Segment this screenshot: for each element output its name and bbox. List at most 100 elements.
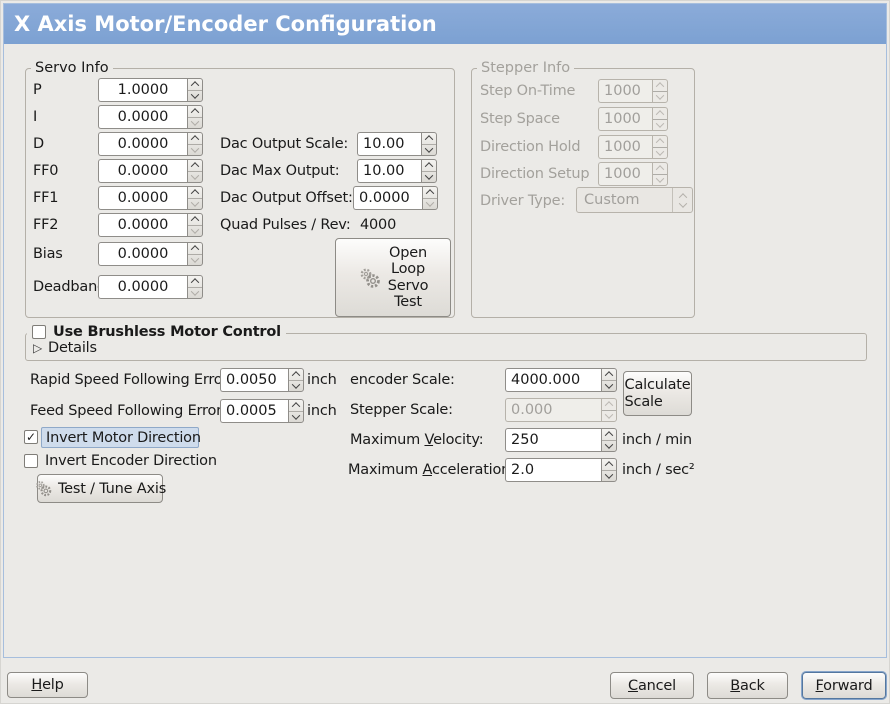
d-value[interactable]: 0.0000: [98, 132, 187, 156]
spin-down-button[interactable]: [188, 89, 202, 102]
encoder-scale-spinner[interactable]: [601, 368, 617, 392]
max-acceleration-value[interactable]: 2.0: [505, 458, 601, 482]
spin-down-button[interactable]: [423, 197, 437, 210]
ff2-spinner[interactable]: [187, 213, 203, 237]
spin-down-button[interactable]: [188, 170, 202, 183]
deadband-spinbox[interactable]: 0.0000: [98, 275, 203, 299]
test-tune-axis-button[interactable]: Test / Tune Axis: [36, 474, 166, 503]
dac-output-scale-value[interactable]: 10.00: [357, 132, 421, 156]
spin-down-button[interactable]: [188, 143, 202, 156]
open-loop-servo-test-button[interactable]: Open Loop Servo Test: [335, 238, 451, 317]
max-acceleration-spinner[interactable]: [601, 458, 617, 482]
spin-down-button[interactable]: [602, 379, 616, 392]
dac-max-output-spinbox[interactable]: 10.00: [357, 159, 437, 183]
d-spinbox[interactable]: 0.0000: [98, 132, 203, 156]
spin-up-button[interactable]: [423, 187, 437, 198]
encoder-scale-spinbox[interactable]: 4000.000: [505, 368, 617, 392]
spin-up-button[interactable]: [602, 429, 616, 440]
spin-up-button[interactable]: [188, 79, 202, 90]
encoder-scale-value[interactable]: 4000.000: [505, 368, 601, 392]
chevron-down-icon: [190, 171, 200, 180]
p-value[interactable]: 1.0000: [98, 78, 187, 102]
dac-max-output-spinner[interactable]: [421, 159, 437, 183]
max-velocity-spinner[interactable]: [601, 428, 617, 452]
feed-following-error-value[interactable]: 0.0005: [220, 399, 288, 423]
i-spinbox[interactable]: 0.0000: [98, 105, 203, 129]
invert-encoder-label[interactable]: Invert Encoder Direction: [45, 453, 217, 469]
ff0-spinner[interactable]: [187, 159, 203, 183]
spin-up-button[interactable]: [422, 133, 436, 144]
spin-up-button[interactable]: [188, 276, 202, 287]
spin-up-button[interactable]: [188, 160, 202, 171]
expander-triangle-icon[interactable]: ▷: [33, 341, 43, 355]
deadband-value[interactable]: 0.0000: [98, 275, 187, 299]
spin-down-button[interactable]: [422, 143, 436, 156]
max-acceleration-spinbox[interactable]: 2.0: [505, 458, 617, 482]
spin-up-button[interactable]: [188, 187, 202, 198]
ff2-spinbox[interactable]: 0.0000: [98, 213, 203, 237]
spin-down-button[interactable]: [188, 197, 202, 210]
dac-max-output-label: Dac Max Output:: [220, 163, 340, 179]
ff1-value[interactable]: 0.0000: [98, 186, 187, 210]
ff0-value[interactable]: 0.0000: [98, 159, 187, 183]
spin-up-button[interactable]: [422, 160, 436, 171]
spin-down-button[interactable]: [188, 224, 202, 237]
spin-up-button[interactable]: [188, 106, 202, 117]
spin-up-button[interactable]: [289, 369, 303, 380]
ff1-spinbox[interactable]: 0.0000: [98, 186, 203, 210]
dac-output-offset-spinner[interactable]: [422, 186, 438, 210]
max-velocity-value[interactable]: 250: [505, 428, 601, 452]
spin-down-button[interactable]: [602, 469, 616, 482]
d-spinner[interactable]: [187, 132, 203, 156]
p-spinbox[interactable]: 1.0000: [98, 78, 203, 102]
spin-down-button[interactable]: [188, 116, 202, 129]
p-spinner[interactable]: [187, 78, 203, 102]
spin-down-button[interactable]: [188, 286, 202, 299]
calculate-scale-button[interactable]: Calculate Scale: [623, 371, 692, 416]
spin-down-button[interactable]: [289, 379, 303, 392]
direction-hold-value: 1000: [598, 135, 652, 159]
i-spinner[interactable]: [187, 105, 203, 129]
spin-up-button[interactable]: [602, 459, 616, 470]
dac-output-offset-value[interactable]: 0.0000: [353, 186, 422, 210]
spin-up-button[interactable]: [188, 214, 202, 225]
driver-type-value: Custom: [584, 192, 640, 208]
spin-down-button[interactable]: [188, 253, 202, 266]
brushless-checkbox[interactable]: [32, 325, 46, 339]
spin-down-button[interactable]: [289, 410, 303, 423]
spin-up-button[interactable]: [188, 133, 202, 144]
ff1-spinner[interactable]: [187, 186, 203, 210]
checkmark-icon: ✓: [25, 430, 37, 444]
dac-max-output-value[interactable]: 10.00: [357, 159, 421, 183]
cancel-button[interactable]: Cancel: [610, 672, 694, 699]
spin-up-button[interactable]: [602, 369, 616, 380]
i-value[interactable]: 0.0000: [98, 105, 187, 129]
feed-following-error-spinner[interactable]: [288, 399, 304, 423]
feed-following-error-spinbox[interactable]: 0.0005: [220, 399, 304, 423]
bias-spinbox[interactable]: 0.0000: [98, 242, 203, 266]
brushless-checkbox-label[interactable]: Use Brushless Motor Control: [53, 324, 281, 340]
dac-output-offset-spinbox[interactable]: 0.0000: [353, 186, 438, 210]
invert-encoder-checkbox[interactable]: [24, 454, 38, 468]
invert-motor-checkbox[interactable]: ✓: [24, 430, 38, 444]
dac-output-scale-spinbox[interactable]: 10.00: [357, 132, 437, 156]
forward-button[interactable]: Forward: [802, 672, 886, 699]
help-button[interactable]: Help: [7, 672, 88, 698]
details-expander-label[interactable]: Details: [48, 340, 97, 356]
rapid-following-error-value[interactable]: 0.0050: [220, 368, 288, 392]
spin-down-button[interactable]: [422, 170, 436, 183]
invert-motor-label[interactable]: Invert Motor Direction: [41, 427, 201, 448]
rapid-following-error-spinner[interactable]: [288, 368, 304, 392]
bias-spinner[interactable]: [187, 242, 203, 266]
back-button[interactable]: Back: [707, 672, 788, 699]
spin-up-button[interactable]: [188, 243, 202, 254]
ff0-spinbox[interactable]: 0.0000: [98, 159, 203, 183]
deadband-spinner[interactable]: [187, 275, 203, 299]
dac-output-scale-spinner[interactable]: [421, 132, 437, 156]
max-velocity-spinbox[interactable]: 250: [505, 428, 617, 452]
rapid-following-error-spinbox[interactable]: 0.0050: [220, 368, 304, 392]
bias-value[interactable]: 0.0000: [98, 242, 187, 266]
spin-down-button[interactable]: [602, 439, 616, 452]
ff2-value[interactable]: 0.0000: [98, 213, 187, 237]
spin-up-button[interactable]: [289, 400, 303, 411]
